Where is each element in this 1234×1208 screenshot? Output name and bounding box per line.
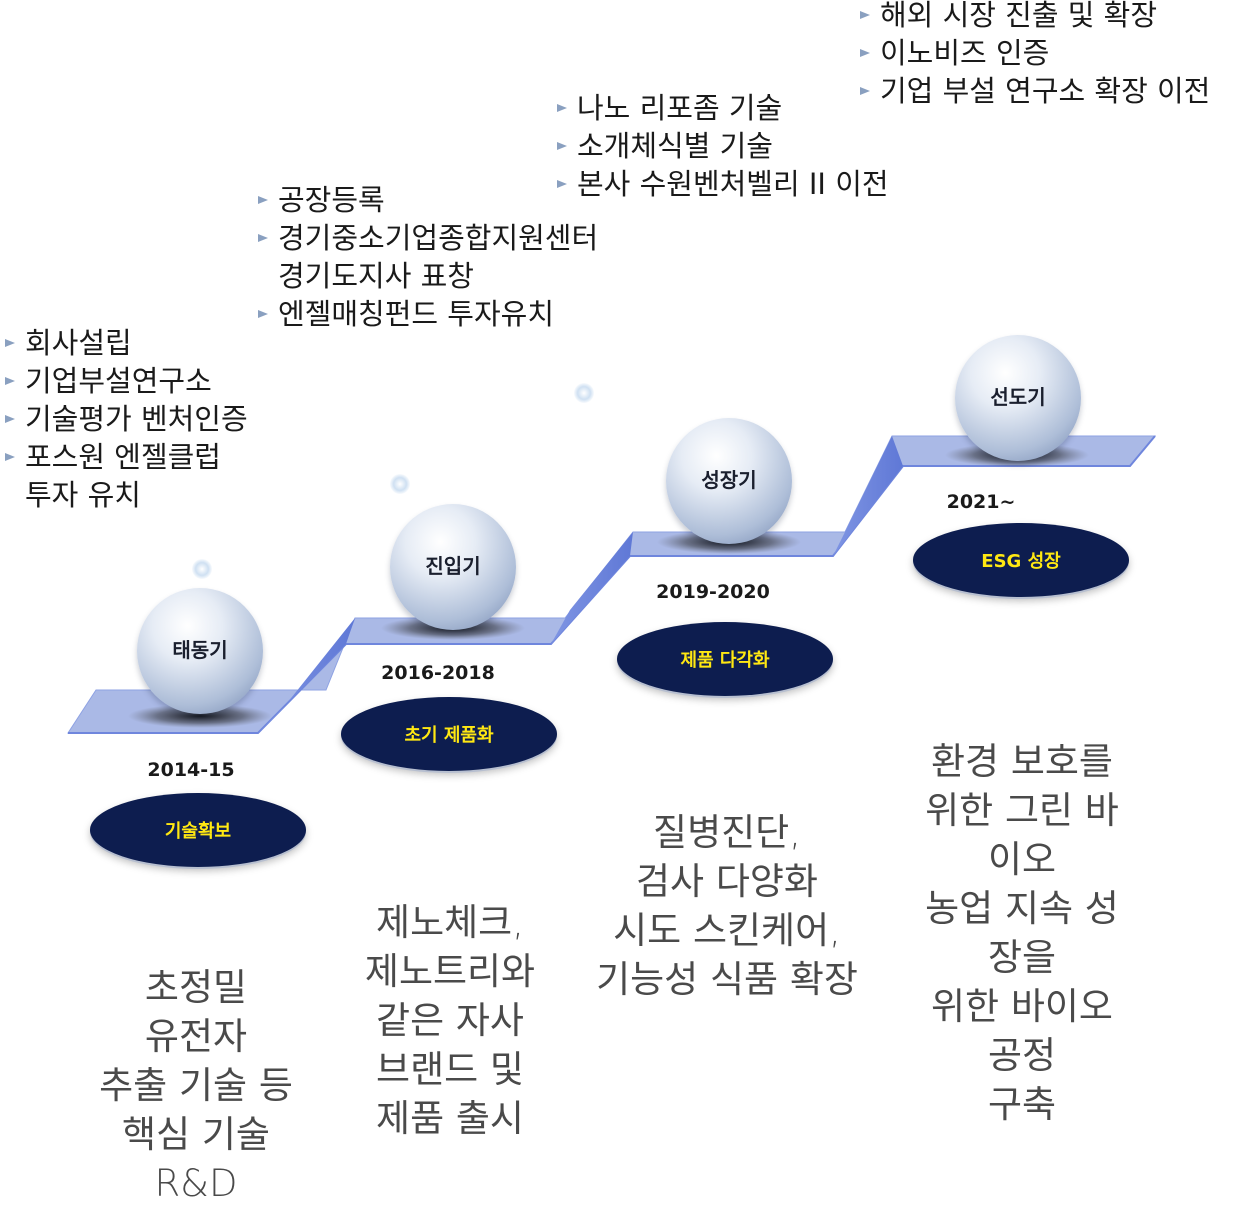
milestone-item: 기업 부설 연구소 확장 이전 <box>858 72 1210 110</box>
milestone-item: 소개체식별 기술 <box>555 127 889 165</box>
stage-description: 제노체크, 제노트리와 같은 자사 브랜드 및 제품 출시 <box>364 901 536 1140</box>
sphere-shadow <box>128 704 272 728</box>
stage-sphere-2: 진입기 <box>390 504 516 630</box>
stage-period: 2016-2018 <box>381 662 495 684</box>
riser-2 <box>551 532 633 644</box>
milestone-item: 본사 수원벤처벨리 II 이전 <box>555 165 889 203</box>
stage-name: 태동기 <box>172 637 228 662</box>
stage-name: 성장기 <box>701 467 757 492</box>
milestone-item: 해외 시장 진출 및 확장 <box>858 0 1210 34</box>
stage-sphere-4: 선도기 <box>955 335 1081 461</box>
stage-name: 진입기 <box>425 553 481 578</box>
milestones-stage-2: 공장등록 경기중소기업종합지원센터 경기도지사 표창 엔젤매칭펀드 투자유치 <box>256 181 598 333</box>
milestones-stage-1: 회사설립 기업부설연구소 기술평가 벤처인증 포스원 엔젤클럽 투자 유치 <box>3 324 248 514</box>
milestone-item: 회사설립 <box>3 324 248 362</box>
milestones-stage-4: 해외 시장 진출 및 확장 이노비즈 인증 기업 부설 연구소 확장 이전 <box>858 0 1210 110</box>
milestone-item: 경기도지사 표창 <box>278 259 474 293</box>
stage-period: 2014-15 <box>147 759 235 781</box>
milestone-item: 나노 리포좀 기술 <box>555 89 889 127</box>
stage-period: 2019-2020 <box>656 581 770 603</box>
glow-dot <box>574 383 594 403</box>
glow-dot <box>192 559 212 579</box>
stage-description: 환경 보호를 위한 그린 바이오 농업 지속 성장을 위한 바이오 공정 구축 <box>925 740 1119 1126</box>
stage-sphere-3: 성장기 <box>666 418 792 544</box>
stage-sphere-1: 태동기 <box>137 588 263 714</box>
glow-dot <box>390 474 410 494</box>
milestone-item: 이노비즈 인증 <box>858 34 1210 72</box>
stage-focus: 초기 제품화 <box>404 725 494 746</box>
stage-description: 초정밀 유전자 추출 기술 등 핵심 기술 R&D <box>99 966 293 1205</box>
milestone-item: 엔젤매칭펀드 투자유치 <box>256 295 598 333</box>
stage-name: 선도기 <box>990 384 1046 409</box>
stage-focus: 제품 다각화 <box>680 650 770 671</box>
stage-focus-badge: ESG 성장 <box>913 523 1129 597</box>
milestone-item: 포스원 엔젤클럽 <box>3 438 248 476</box>
milestone-item: 기술평가 벤처인증 <box>3 400 248 438</box>
stage-period: 2021~ <box>946 491 1016 513</box>
milestone-item: 기업부설연구소 <box>3 362 248 400</box>
milestones-stage-3: 나노 리포좀 기술 소개체식별 기술 본사 수원벤처벨리 II 이전 <box>555 89 889 203</box>
stage-focus-badge: 초기 제품화 <box>341 697 557 771</box>
riser-3 <box>833 436 903 556</box>
milestone-item: 공장등록 <box>256 181 598 219</box>
milestone-item: 투자 유치 <box>25 478 141 512</box>
stage-focus-badge: 기술확보 <box>90 793 306 867</box>
stage-focus: 기술확보 <box>164 821 232 842</box>
milestone-item: 경기중소기업종합지원센터 <box>256 219 598 257</box>
stage-focus-badge: 제품 다각화 <box>617 622 833 696</box>
stage-focus: ESG 성장 <box>981 551 1061 572</box>
stage-description: 질병진단, 검사 다양화 시도 스킨케어, 기능성 식품 확장 <box>596 811 858 1001</box>
